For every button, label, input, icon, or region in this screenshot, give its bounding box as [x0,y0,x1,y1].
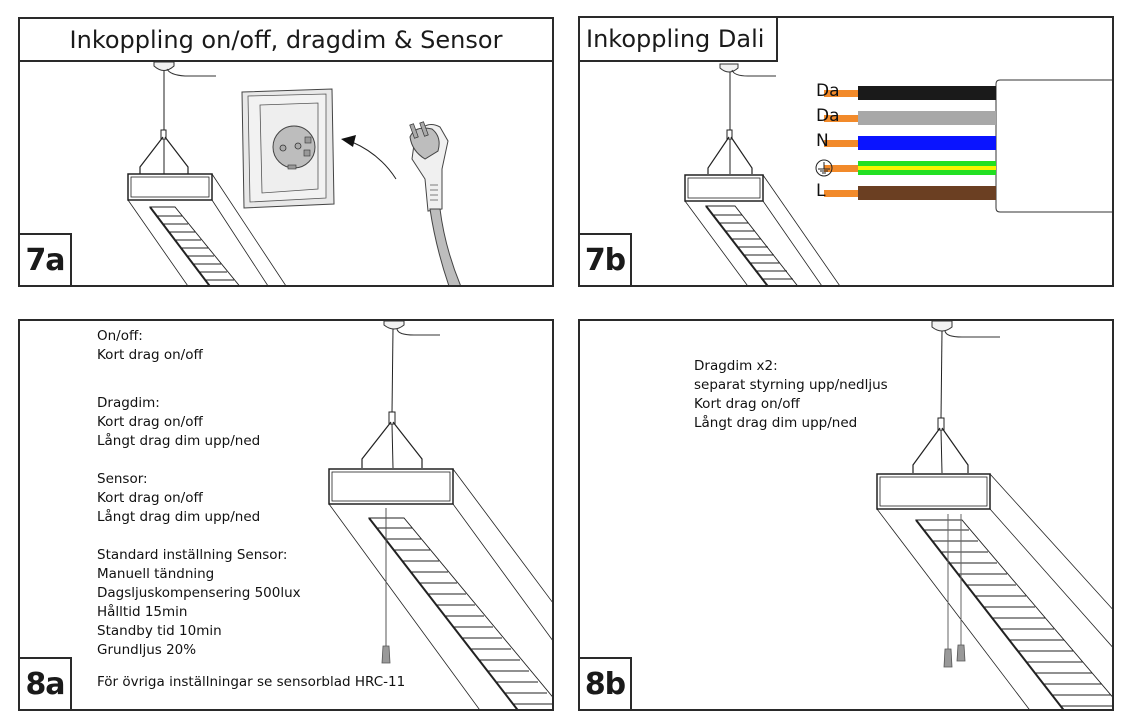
wire-conductor [824,165,858,172]
note-line: Långt drag dim upp/ned [97,509,261,525]
ceiling-canopy [931,321,1000,338]
ceiling-canopy [719,63,776,77]
wire-stripe [858,166,996,170]
wire-conductor [824,90,858,97]
pull-cord-1-icon[interactable] [943,514,953,668]
note-heading: Dragdim x2: [694,358,778,374]
plug-icon [409,121,461,285]
note-spacer [97,365,301,394]
note-line: Manuell tändning [97,566,215,582]
wire-insulation [858,86,996,100]
note-line: Hålltid 15min [97,604,188,620]
wire-label: Da [816,106,840,126]
panel-7a-title: Inkoppling on/off, dragdim & Sensor [20,19,552,62]
wall-socket [241,88,335,209]
wire-1 [824,111,996,125]
note-line: Kort drag on/off [97,414,203,430]
pull-cord-2-icon[interactable] [956,514,966,662]
pull-cord-icon[interactable] [381,508,391,664]
note-line: Långt drag dim upp/ned [97,433,261,449]
wire-conductor [824,115,858,122]
panel-7a-label: 7a [20,233,72,285]
note-spacer [97,527,301,546]
panel-8a-label: 8a [20,657,72,709]
note-line: Dagsljuskompensering 500lux [97,585,301,601]
wire-0 [824,86,996,100]
wire-2 [824,136,996,150]
panel-7b-illustration [684,63,1112,285]
wire-conductor [824,140,858,147]
luminaire-7a [127,71,286,285]
luminaire-8b [876,330,1112,709]
insert-arrow-icon [341,135,397,180]
note-heading: On/off: [97,328,143,344]
note-line: separat styrning upp/nedljus [694,377,888,393]
wire-3 [824,161,996,175]
wire-conductor [824,190,858,197]
note-spacer [97,451,301,470]
panel-7b: Inkoppling Dali [578,16,1114,287]
panel-8a-footer: För övriga inställningar se sensorblad H… [97,674,406,690]
cable-jacket [995,79,1112,213]
ceiling-canopy [153,61,216,77]
panel-8b-label: 8b [580,657,632,709]
note-line: Kort drag on/off [97,347,203,363]
wire-insulation [858,186,996,200]
wire-label: N [816,131,829,151]
note-heading: Standard inställning Sensor: [97,547,288,563]
panel-8a-illustration [328,321,552,709]
panel-7b-label: 7b [580,233,632,285]
wire-label: Da [816,81,840,101]
luminaire-7b [684,72,840,285]
panel-7a: Inkoppling on/off, dragdim & Sensor [18,17,554,287]
wire-4 [824,186,996,200]
dali-wires [815,86,996,200]
wire-insulation [858,111,996,125]
note-heading: Sensor: [97,471,148,487]
earth-ground-icon [815,159,833,177]
ceiling-canopy [383,321,440,336]
note-line: Kort drag on/off [97,490,203,506]
note-line: Kort drag on/off [694,396,800,412]
luminaire-8a [328,328,552,709]
panel-7a-illustration [127,61,461,285]
panel-7b-title: Inkoppling Dali [580,18,778,62]
panel-8b-illustration [876,321,1112,709]
wire-insulation [858,136,996,150]
note-line: Grundljus 20% [97,642,197,658]
note-line: Långt drag dim upp/ned [694,415,858,431]
note-line: Standby tid 10min [97,623,222,639]
note-heading: Dragdim: [97,395,160,411]
wire-label: L [816,181,826,201]
